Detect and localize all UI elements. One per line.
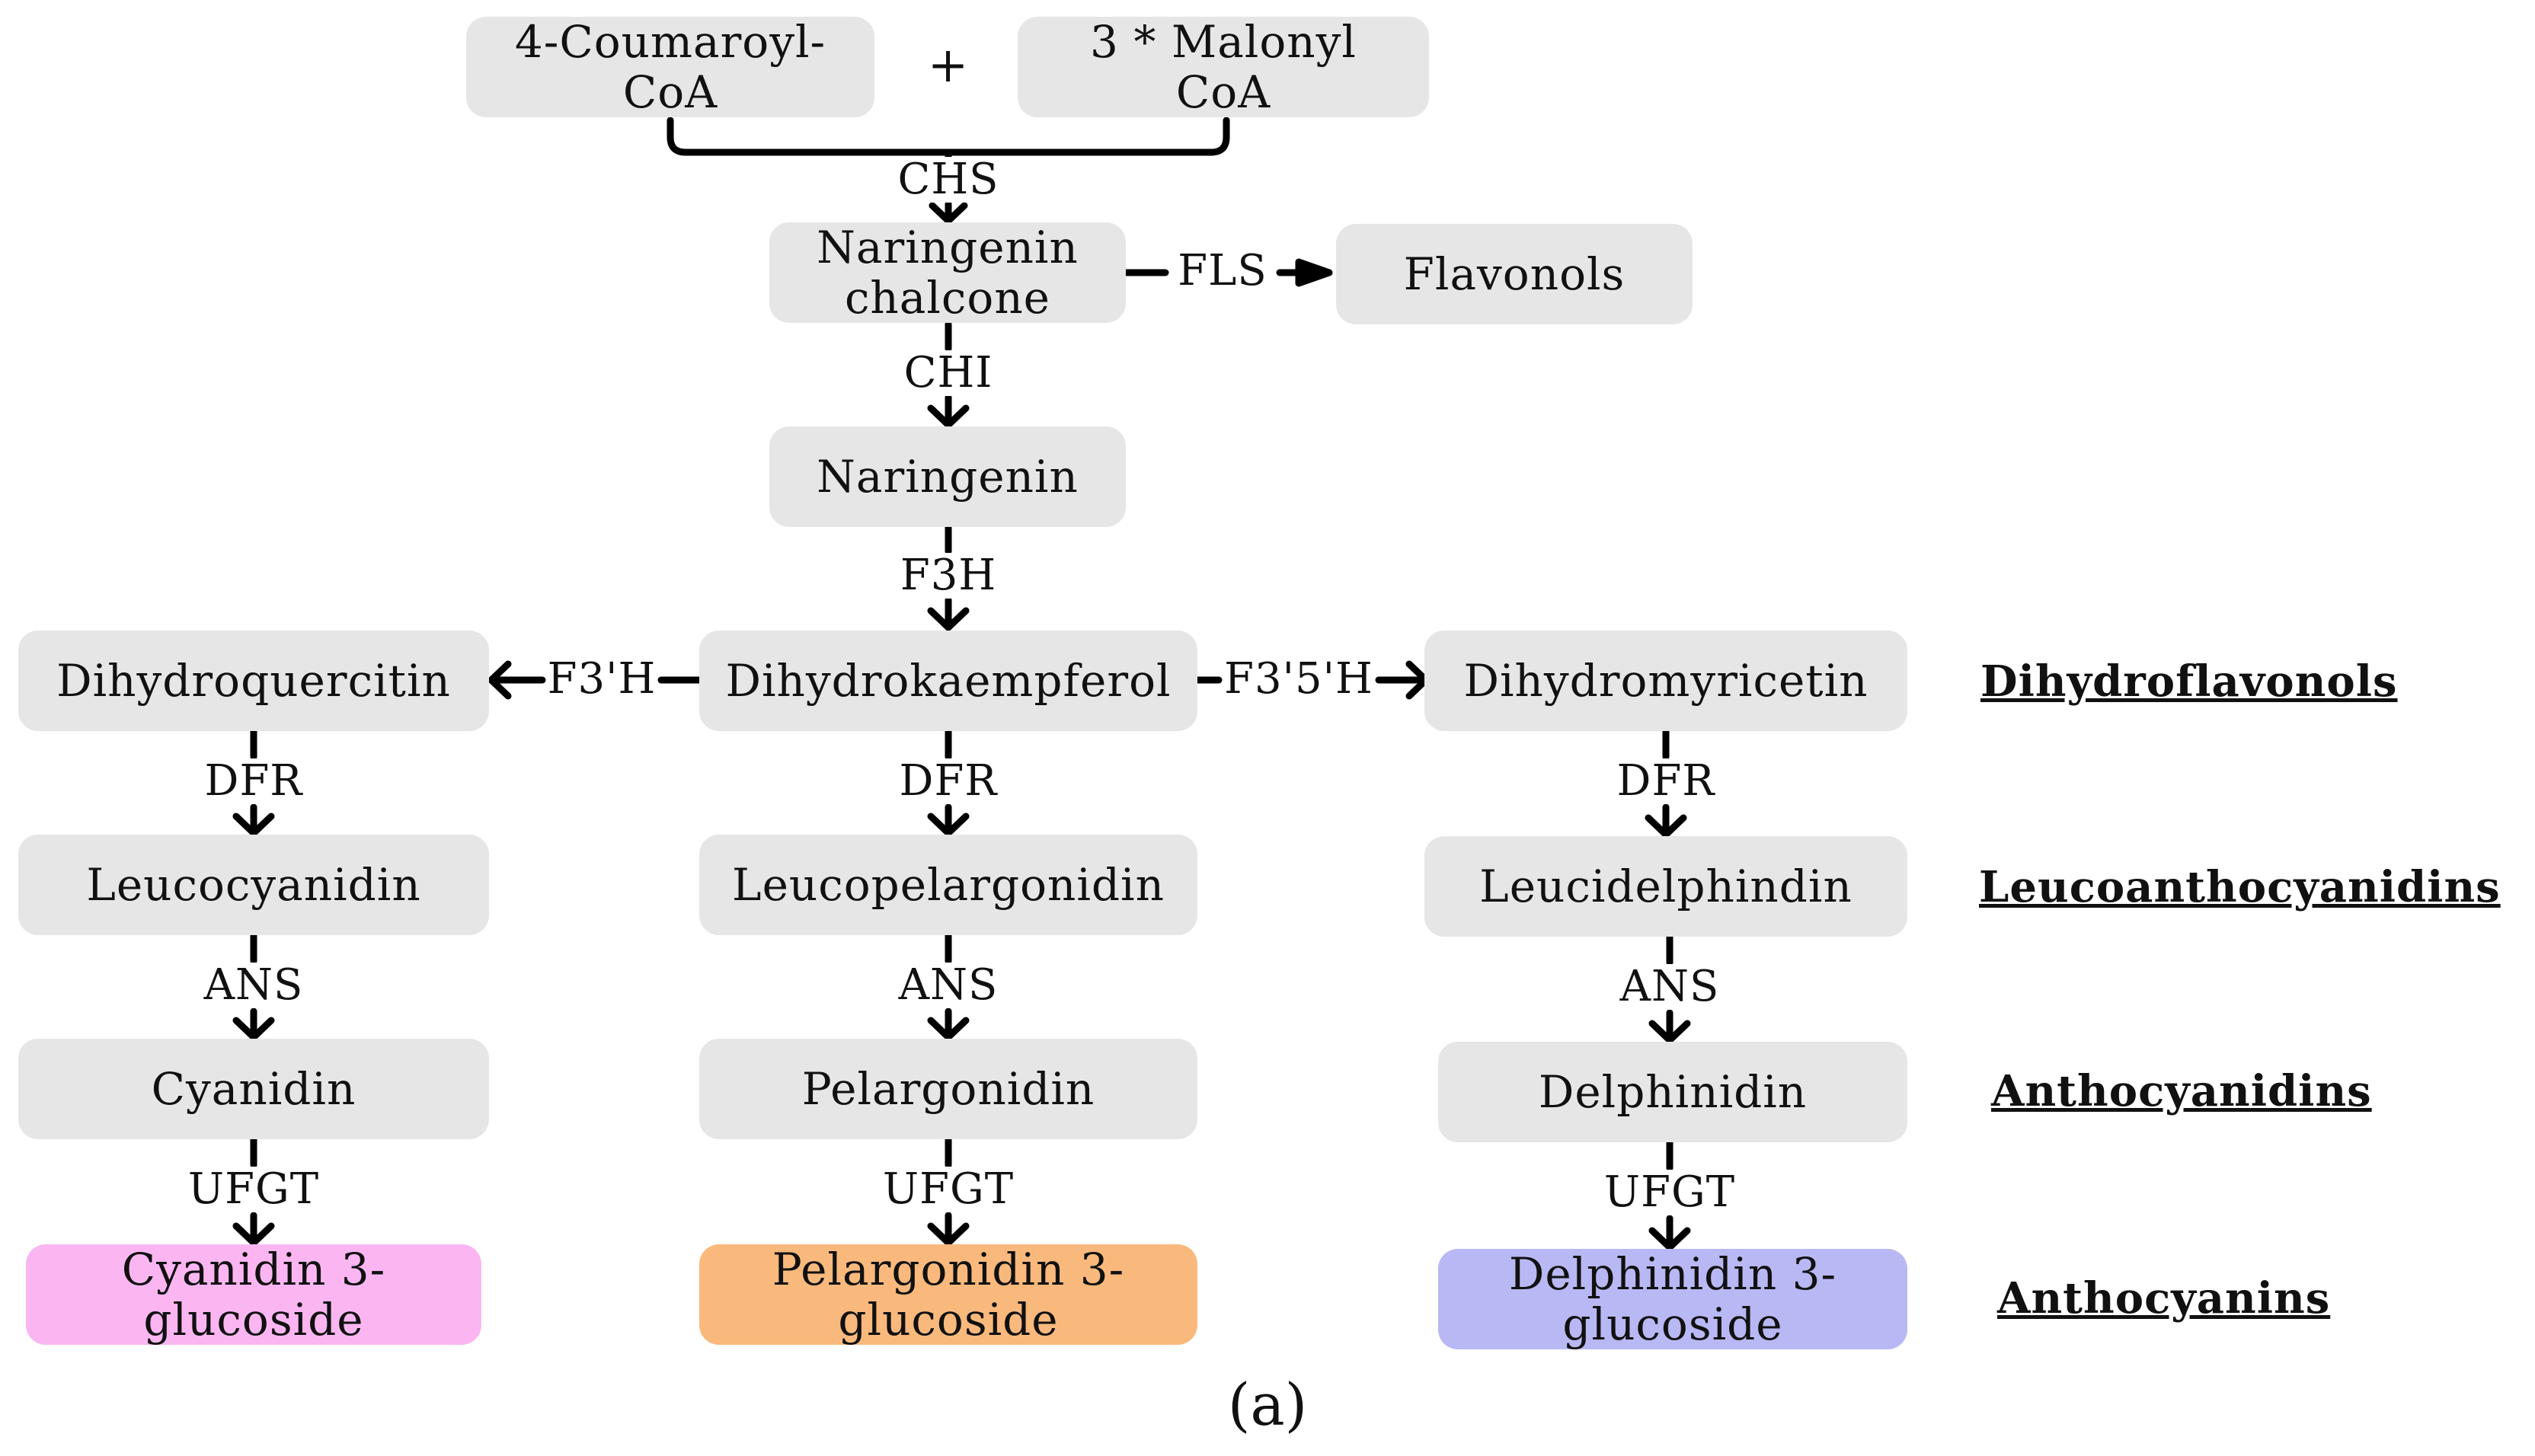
node-cyanidin: Cyanidin [18,1039,489,1139]
node-delphinidin-label: Delphinidin [1538,1066,1808,1118]
enzyme-f3prime-h: F3'H [547,654,657,704]
node-flavonols-label: Flavonols [1403,248,1626,300]
enzyme-dfr-right: DFR [1616,756,1715,806]
node-pelargonidin-3-glucoside-label: Pelargonidin 3- glucoside [772,1244,1125,1346]
node-leucidelphindin: Leucidelphindin [1424,836,1907,937]
node-dihydrokaempferol-label: Dihydrokaempferol [725,655,1172,707]
node-delphinidin-3-glucoside: Delphinidin 3- glucoside [1438,1249,1907,1349]
figure-caption: (a) [1227,1371,1308,1438]
node-delphinidin: Delphinidin [1438,1042,1907,1142]
enzyme-ans-left: ANS [203,960,304,1010]
enzyme-dfr-left: DFR [204,756,303,806]
node-pelargonidin: Pelargonidin [699,1039,1197,1139]
node-leucopelargonidin-label: Leucopelargonidin [732,859,1165,911]
node-leucidelphindin-label: Leucidelphindin [1479,861,1852,912]
node-cyanidin-3-glucoside: Cyanidin 3- glucoside [26,1244,481,1345]
enzyme-ufgt-middle: UFGT [882,1164,1015,1214]
node-4-coumaroyl-coa-label: 4-Coumaroyl- CoA [514,16,826,118]
node-leucopelargonidin: Leucopelargonidin [699,835,1197,935]
node-dihydroquercitin: Dihydroquercitin [18,631,489,731]
node-leucocyanidin-label: Leucocyanidin [86,859,421,911]
node-delphinidin-3-glucoside-label: Delphinidin 3- glucoside [1508,1248,1837,1350]
node-naringenin-chalcone-label: Naringenin chalcone [817,222,1079,324]
node-leucocyanidin: Leucocyanidin [18,835,489,935]
enzyme-f3h: F3H [900,551,997,600]
enzyme-ans-right: ANS [1619,962,1720,1011]
enzyme-ufgt-right: UFGT [1603,1167,1736,1217]
enzyme-f3prime5prime-h: F3'5'H [1224,654,1373,704]
node-pelargonidin-3-glucoside: Pelargonidin 3- glucoside [699,1244,1197,1345]
class-anthocyanins: Anthocyanins [1997,1273,2331,1323]
node-3-malonyl-coa-label: 3 * Malonyl CoA [1090,16,1357,118]
class-anthocyanidins: Anthocyanidins [1991,1066,2372,1116]
node-3-malonyl-coa: 3 * Malonyl CoA [1018,17,1429,117]
enzyme-chi: CHI [903,348,993,398]
enzyme-ufgt-left: UFGT [187,1164,320,1214]
node-naringenin: Naringenin [769,426,1126,527]
node-naringenin-chalcone: Naringenin chalcone [769,222,1126,323]
node-dihydroquercitin-label: Dihydroquercitin [56,655,451,707]
node-cyanidin-3-glucoside-label: Cyanidin 3- glucoside [121,1244,386,1346]
enzyme-fls: FLS [1178,246,1268,295]
enzyme-ans-middle: ANS [898,960,999,1010]
node-dihydrokaempferol: Dihydrokaempferol [699,631,1197,731]
node-dihydromyricetin: Dihydromyricetin [1424,631,1907,731]
node-naringenin-label: Naringenin [817,451,1079,503]
enzyme-chs: CHS [897,155,999,204]
substrate-bracket [667,117,1230,156]
node-cyanidin-label: Cyanidin [151,1063,356,1115]
node-flavonols: Flavonols [1336,224,1693,324]
node-4-coumaroyl-coa: 4-Coumaroyl- CoA [466,17,874,117]
class-dihydroflavonols: Dihydroflavonols [1980,656,2398,707]
plus-sign: + [927,37,970,94]
node-dihydromyricetin-label: Dihydromyricetin [1463,655,1868,707]
class-leucoanthocyanidins: Leucoanthocyanidins [1979,862,2501,912]
enzyme-dfr-middle: DFR [899,756,998,806]
node-pelargonidin-label: Pelargonidin [801,1063,1095,1115]
